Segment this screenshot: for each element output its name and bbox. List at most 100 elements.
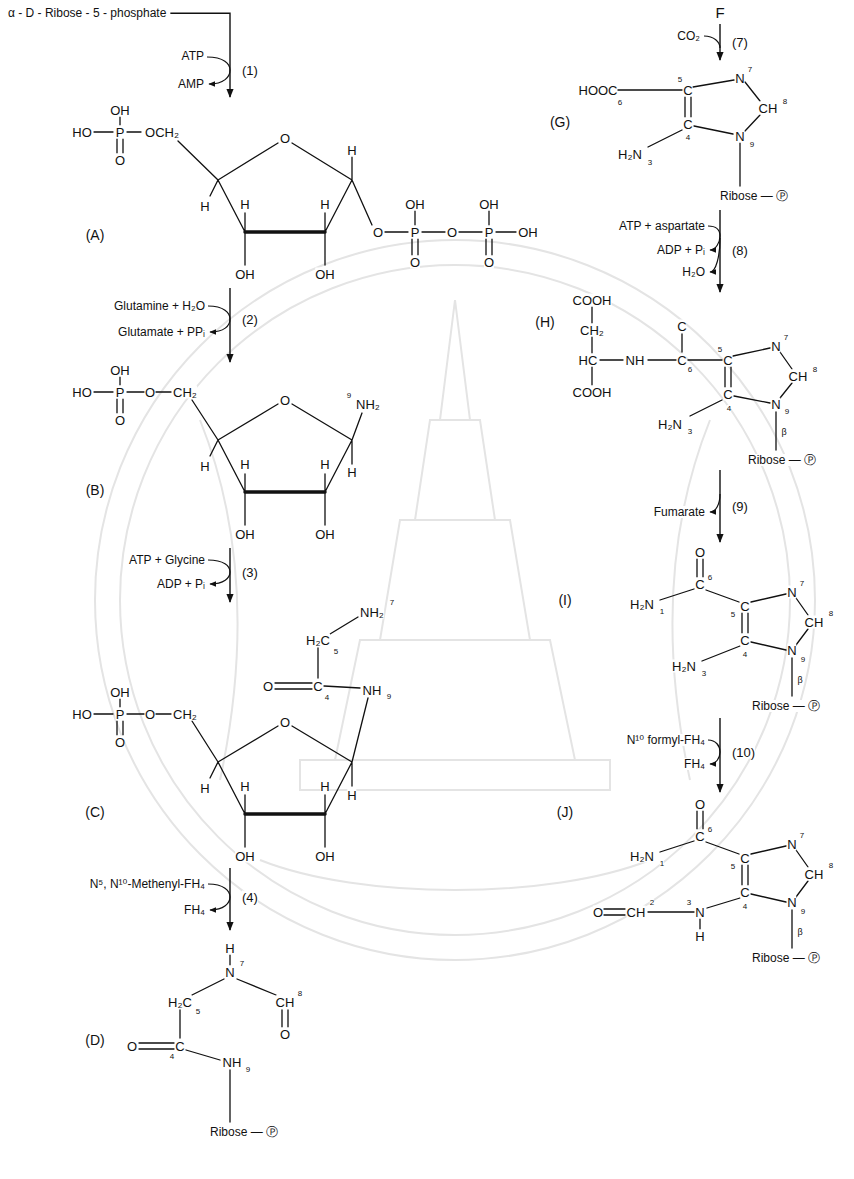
atom-label: H	[320, 198, 329, 211]
atom-label: P	[411, 226, 420, 239]
reagent-curve	[208, 306, 230, 332]
atom-label: OH	[518, 226, 538, 239]
seal-temple	[300, 300, 610, 790]
seal-ring	[120, 265, 790, 935]
atom-label: H	[240, 458, 249, 471]
atom-label: 3	[702, 670, 706, 678]
atom-label: 4	[325, 694, 329, 702]
atom-label: H₂N	[672, 660, 696, 673]
atom-label: β	[797, 676, 802, 685]
atom-label: N	[695, 906, 704, 919]
atom-label: OH	[315, 850, 335, 863]
atom-label: N	[735, 130, 744, 143]
atom-label: OH	[235, 528, 255, 541]
atom-label: CH	[759, 102, 778, 115]
atom-label: C	[723, 354, 732, 367]
atom-label: P	[485, 226, 494, 239]
atom-label: 8	[813, 366, 817, 374]
reagent-curve	[710, 238, 720, 272]
atom-label: N	[771, 398, 780, 411]
reaction-arrow	[719, 718, 720, 792]
atom-label: C	[677, 354, 686, 367]
atom-label: N	[735, 72, 744, 85]
atom-label: 3	[687, 899, 691, 907]
atom-label: 8	[829, 610, 833, 618]
compound-letter: (B)	[86, 483, 105, 497]
structure-c-bonds	[94, 617, 368, 847]
seal-ring	[95, 240, 815, 960]
atom-label: 4	[727, 405, 731, 413]
reagent-curve	[208, 560, 230, 584]
atom-label: CH	[789, 370, 808, 383]
atom-label: O	[373, 226, 383, 239]
compound-name: F	[715, 4, 724, 22]
atom-label: β	[781, 428, 786, 437]
reagent-label: FH₄	[684, 758, 705, 770]
atom-label: 7	[748, 66, 752, 74]
atom-label: H	[200, 782, 209, 795]
atom-label: O	[447, 226, 457, 239]
reagent-arrows	[207, 36, 720, 910]
atom-label: 7	[800, 832, 804, 840]
compound-structure: (A)OHHOPOCH₂OOHHOHHOHHOPOPOHOHOHOO	[60, 97, 550, 288]
reagent-label: N¹⁰ formyl-FH₄	[627, 734, 705, 746]
compound-letter: (D)	[85, 1033, 104, 1047]
reagent-label: FH₄	[184, 904, 205, 916]
atom-label: C	[313, 680, 322, 693]
structure-c-ring-edge	[245, 812, 325, 816]
atom-label: 7	[800, 580, 804, 588]
atom-label: H	[200, 200, 209, 213]
atom-label: C	[175, 1040, 184, 1053]
atom-label: H₂N	[630, 850, 654, 863]
reaction-arrow	[719, 210, 720, 292]
atom-label: HO	[72, 386, 92, 399]
pathway-start: α - D - Ribose - 5 - phosphate	[4, 4, 170, 22]
atom-label: C	[740, 600, 749, 613]
atom-label: 9	[750, 141, 754, 149]
atom-label: NH	[223, 1056, 242, 1069]
atom-label: CH	[276, 996, 295, 1009]
atom-label: O	[280, 1028, 290, 1041]
atom-label: 8	[298, 990, 302, 998]
atom-label: NH	[363, 684, 382, 697]
atom-label: 9	[785, 408, 789, 416]
atom-label: C	[723, 388, 732, 401]
atom-label: 5	[731, 863, 735, 871]
compound-structure: (D)HN7H₂C5CH8OOC4NH9Ribose — Ⓟ	[60, 930, 380, 1150]
atom-label: OH	[110, 364, 130, 377]
structure-i-bonds	[660, 559, 808, 696]
atom-label: 4	[686, 134, 690, 142]
atom-label: 6	[708, 574, 712, 582]
bond-lines	[94, 80, 808, 1122]
atom-label: O	[695, 546, 705, 559]
atom-label: 6	[618, 99, 622, 107]
atom-label: H	[240, 198, 249, 211]
reagent-label: N⁵, N¹⁰-Methenyl-FH₄	[90, 878, 205, 890]
atom-label: N	[787, 896, 796, 909]
atom-label: H	[695, 930, 704, 943]
atom-label: CH	[627, 906, 646, 919]
atom-label: O	[115, 736, 125, 749]
atom-label: O	[115, 154, 125, 167]
atom-label: 7	[390, 599, 394, 607]
atom-label: 9	[801, 656, 805, 664]
atom-label: CH₂	[580, 324, 604, 337]
atom-label: H	[200, 460, 209, 473]
atom-label: OH	[405, 198, 425, 211]
atom-label: CH₂	[173, 386, 197, 399]
atom-label: O	[410, 256, 420, 269]
compound-structure: (J)OC6H₂N1C5N7CH8C4N9N3HOCH2βRibose — Ⓟ	[545, 792, 845, 970]
atom-label: CH₂	[173, 708, 197, 721]
atom-label: 9	[246, 1066, 250, 1074]
atom-label: 1	[660, 608, 664, 616]
structure-a-ring-edge	[245, 230, 325, 234]
structure-d-bonds	[139, 955, 288, 1122]
atom-label: 6	[688, 366, 692, 374]
atom-label: P	[116, 386, 125, 399]
structure-a-bonds	[94, 117, 516, 265]
atom-label: 4	[743, 903, 747, 911]
structure-g-bonds	[615, 80, 760, 186]
atom-label: 3	[688, 428, 692, 436]
atom-label: C	[740, 852, 749, 865]
